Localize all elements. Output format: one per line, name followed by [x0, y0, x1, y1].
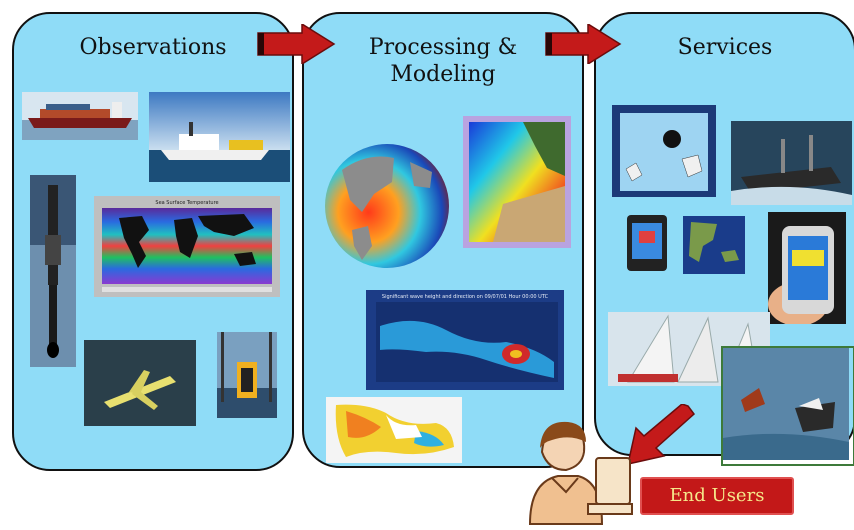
- argo-float-photo: [30, 175, 76, 367]
- globe-model-output: [322, 142, 452, 270]
- greece-regional-map: [683, 216, 745, 274]
- sinking-ship-photo: [721, 346, 854, 466]
- wave-height-map: Significant wave height and direction on…: [366, 290, 564, 390]
- panel-title-observations: Observations: [79, 35, 227, 60]
- panel-title-processing-line1: Processing &: [368, 35, 518, 60]
- wave-map-caption: Significant wave height and direction on…: [382, 294, 549, 300]
- arrow-observations-to-processing: [257, 24, 336, 64]
- panel-title-processing-line2: Modeling: [390, 62, 496, 87]
- deck-instrument-photo: [217, 332, 277, 418]
- arrow-services-to-end-users: [627, 404, 696, 465]
- smartphone-in-hand-photo: [768, 212, 846, 324]
- coastal-model-map: [326, 397, 462, 463]
- sst-map-caption: Sea Surface Temperature: [155, 200, 218, 206]
- end-users-label: End Users: [640, 477, 794, 515]
- end-user-at-computer-illustration: [528, 421, 633, 525]
- panel-title-services: Services: [677, 35, 773, 60]
- oil-spill-map: [612, 105, 716, 197]
- sea-surface-temperature-map: Sea Surface Temperature: [94, 196, 280, 297]
- underwater-glider-photo: [84, 340, 196, 426]
- mobile-device-small: [627, 215, 667, 271]
- arrow-processing-to-services: [545, 24, 622, 64]
- fishing-boat-photo: [731, 121, 852, 205]
- panel-title-processing: Processing & Modeling: [304, 34, 582, 88]
- container-ship-photo: [22, 92, 138, 140]
- research-vessel-photo: [149, 92, 290, 182]
- regional-model-map: [463, 116, 571, 248]
